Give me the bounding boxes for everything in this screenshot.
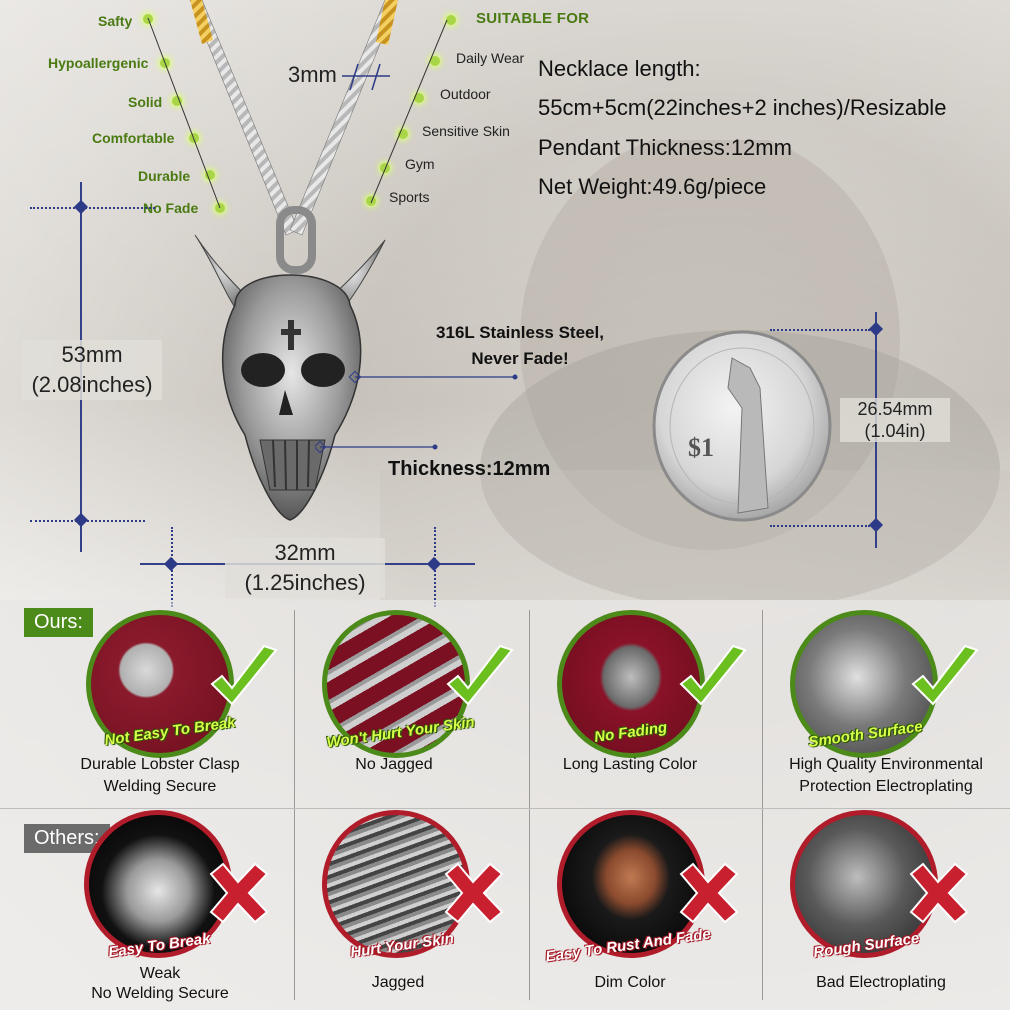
column-divider [294,610,295,1000]
feature-label: Solid [128,94,163,110]
suitable-dot-icon [414,93,424,103]
caption-line: Jagged [371,974,425,991]
suitable-title: SUITABLE FOR [476,10,590,27]
suitable-item: Sports [389,189,430,205]
width-left-guide [171,527,173,607]
coin-top-guide [770,329,870,331]
others-caption: Weak No Welding Secure [40,964,280,1004]
height-bottom-guide [30,520,145,522]
others-pendant-image [557,810,705,958]
suitable-dot-icon [398,129,408,139]
width-label: 32mm (1.25inches) [225,538,385,598]
spec-line: Net Weight:49.6g/piece [538,174,767,199]
coin-bottom-guide [770,525,870,527]
skull-pendant-image [194,234,386,521]
width-right-guide [434,527,436,607]
ours-caption: High Quality Environmental Protection El… [766,754,1006,798]
row-divider [0,808,1010,809]
ours-caption: Durable Lobster Clasp Welding Secure [40,754,280,798]
chain-width-marker [342,63,390,91]
feature-label: Durable [138,168,191,184]
feature-dot-icon [205,170,215,180]
cross-icon [209,862,269,924]
check-icon [446,644,514,706]
coin-denomination: $1 [688,433,714,462]
feature-connector-line [147,17,221,209]
cross-icon [444,862,504,924]
callout-lines [315,370,518,454]
caption-line: Durable Lobster Clasp [80,756,240,773]
ours-caption: No Jagged [294,754,494,776]
width-in: (1.25inches) [244,570,366,595]
others-caption: Jagged [298,972,498,994]
feature-dot-icon [172,96,182,106]
others-caption: Bad Electroplating [766,972,996,994]
height-in: (2.08inches) [31,372,153,397]
caption-line: Protection Electroplating [799,778,973,795]
suitable-item: Gym [405,156,435,172]
spec-line: Pendant Thickness:12mm [538,135,792,160]
chain-image [189,0,399,274]
height-top-guide [30,207,155,209]
material-line-2: Never Fade! [471,349,569,368]
ours-tag: Ours: [24,608,93,637]
spec-line: 55cm+5cm(22inches+2 inches)/Resizable [538,95,947,120]
width-mm: 32mm [274,540,336,565]
caption-line: High Quality Environmental [789,756,983,773]
chain-width-label: 3mm [288,62,337,87]
coin-in: (1.04in) [864,421,926,441]
height-label: 53mm (2.08inches) [22,340,162,400]
caption-line: No Jagged [355,756,433,773]
caption-line: Long Lasting Color [562,756,698,773]
material-line-1: 316L Stainless Steel, [436,323,604,342]
ours-chain-image [322,610,470,758]
caption-line: Welding Secure [103,778,217,795]
caption-line: Weak [139,965,181,982]
suitable-dot-icon [430,56,440,66]
suitable-item: Daily Wear [456,50,525,66]
ours-caption: Long Lasting Color [530,754,730,776]
caption-line: Bad Electroplating [816,974,946,991]
feature-label: Hypoallergenic [48,55,149,71]
coin-image: $1 [652,330,832,522]
suitable-connector-line [370,19,448,204]
ours-clasp-image [86,610,234,758]
others-chain-image [322,810,470,958]
suitable-dot-icon [446,15,456,25]
check-icon [679,644,747,706]
suitable-item: Outdoor [440,86,491,102]
height-mm: 53mm [61,342,123,367]
caption-line: Dim Color [594,974,666,991]
coin-mm: 26.54mm [857,399,933,419]
feature-label: No Fade [143,200,199,216]
check-icon [210,644,278,706]
feature-label: Safty [98,13,133,29]
material-callout: 316L Stainless Steel, Never Fade! [420,320,620,372]
feature-label: Comfortable [92,130,175,146]
coin-diameter-label: 26.54mm (1.04in) [840,398,950,442]
column-divider [762,610,763,1000]
suitable-item: Sensitive Skin [422,123,510,139]
spec-line: Necklace length: [538,56,701,81]
suitable-dot-icon [366,196,376,206]
others-caption: Dim Color [530,972,730,994]
check-icon [911,644,979,706]
caption-line: No Welding Secure [91,985,229,1002]
cross-icon [909,862,969,924]
cross-icon [679,862,739,924]
thickness-callout: Thickness:12mm [388,458,551,480]
column-divider [529,610,530,1000]
